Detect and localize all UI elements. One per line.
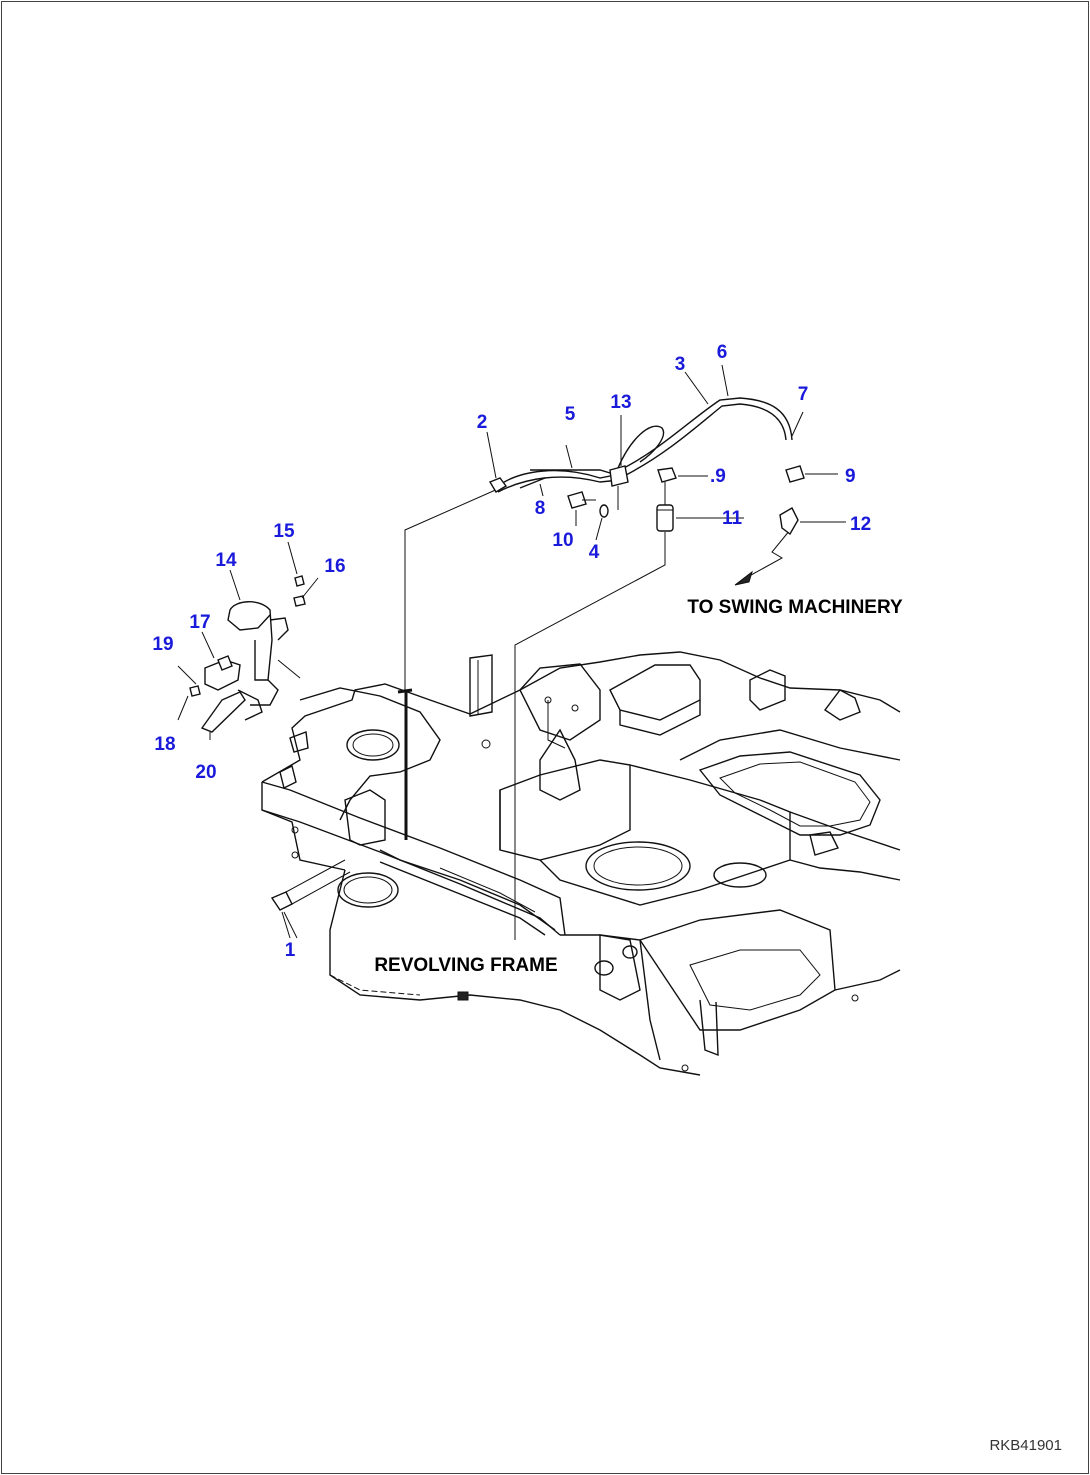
callout-20: 20 (195, 762, 216, 783)
callout-15: 15 (273, 521, 295, 542)
hose-routing (404, 397, 793, 940)
callout-4: 4 (589, 542, 600, 563)
callout-14: 14 (215, 550, 237, 571)
callout-10: 10 (552, 530, 573, 551)
callout-16: 16 (324, 556, 345, 577)
callout-6: 6 (717, 342, 728, 363)
drawing-code: RKB41901 (989, 1437, 1062, 1454)
callout-7: 7 (798, 384, 809, 405)
callout-9-right: 9 (845, 466, 856, 487)
callout-1: 1 (285, 940, 296, 961)
revolving-frame-drawing (261, 651, 901, 1076)
fitting-parts (293, 465, 805, 607)
part-1-hose-adapter (270, 859, 351, 939)
callout-18: 18 (154, 734, 175, 755)
callout-2: 2 (477, 412, 488, 433)
callout-13: 13 (610, 392, 631, 413)
bracket-assembly (177, 601, 301, 740)
callout-8: 8 (535, 498, 546, 519)
callout-19: 19 (152, 634, 173, 655)
callout-12: 12 (850, 514, 871, 535)
callout-3: 3 (675, 354, 686, 375)
callout-5: 5 (565, 404, 576, 425)
leader-lines (201, 364, 846, 939)
callout-9-left: .9 (710, 466, 726, 487)
callout-11: 11 (722, 508, 743, 529)
callout-numbers: 1 2 3 4 5 6 7 8 .9 9 10 11 12 13 14 15 1… (152, 342, 871, 961)
to-swing-machinery-label: TO SWING MACHINERY (687, 597, 903, 618)
callout-17: 17 (189, 612, 210, 633)
revolving-frame-label: REVOLVING FRAME (374, 955, 557, 976)
